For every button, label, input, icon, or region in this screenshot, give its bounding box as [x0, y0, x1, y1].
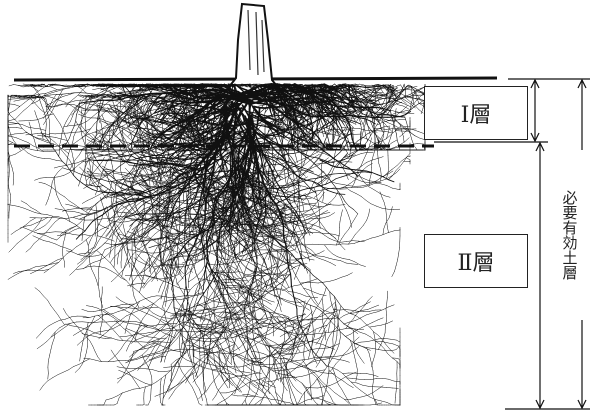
- roots: [8, 84, 425, 405]
- layer-2-label: Ⅱ層: [424, 234, 528, 288]
- effective-soil-layer-label: 必要有効土層: [555, 150, 585, 320]
- layer-1-label: Ⅰ層: [424, 86, 528, 140]
